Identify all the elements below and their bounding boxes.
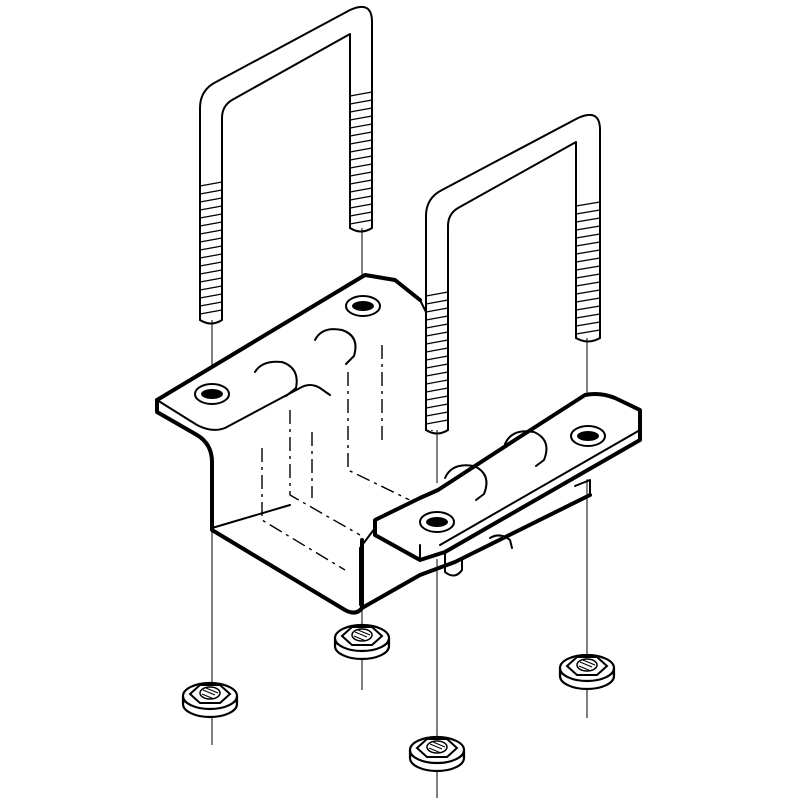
flange-nuts xyxy=(181,623,616,773)
hole-right-back xyxy=(570,425,606,447)
hidden-line-2 xyxy=(289,410,361,536)
hole-left-back-inner xyxy=(352,301,374,311)
hole-right-front xyxy=(419,511,455,533)
flange-rib xyxy=(444,551,463,577)
flange-nut-2 xyxy=(333,623,391,661)
u-bolt-left xyxy=(199,5,373,325)
u-bolt-right-outer xyxy=(425,114,601,431)
hole-right-front-inner xyxy=(426,517,448,527)
flange-nut-1 xyxy=(181,681,239,719)
hole-right-back-inner xyxy=(577,431,599,441)
u-bolt-right-inner xyxy=(447,141,577,431)
hidden-line-3 xyxy=(347,372,421,506)
right-flange-outline xyxy=(373,392,642,562)
bracket-bottom-edge xyxy=(360,493,592,610)
left-flange-top-edge xyxy=(155,273,422,402)
bracket-left-outline xyxy=(155,398,364,615)
slot-right-2 xyxy=(504,430,548,467)
u-bolt-left-threads xyxy=(199,91,373,315)
slot-left-2 xyxy=(314,328,357,365)
slot-left-1 xyxy=(254,360,298,397)
flange-nut-4 xyxy=(558,653,616,691)
mounting-bracket xyxy=(155,273,642,615)
u-bolt-right-threads xyxy=(425,201,601,425)
slot-right-1 xyxy=(444,464,488,501)
u-bolt-right xyxy=(425,113,601,435)
hole-left-front xyxy=(194,383,230,405)
hidden-line-1 xyxy=(261,448,346,571)
hole-left-back xyxy=(345,295,381,317)
hole-left-front-inner xyxy=(201,389,223,399)
flange-nut-3 xyxy=(408,735,466,773)
u-bolt-left-inner xyxy=(221,33,351,321)
u-bolt-left-outer xyxy=(199,6,373,321)
